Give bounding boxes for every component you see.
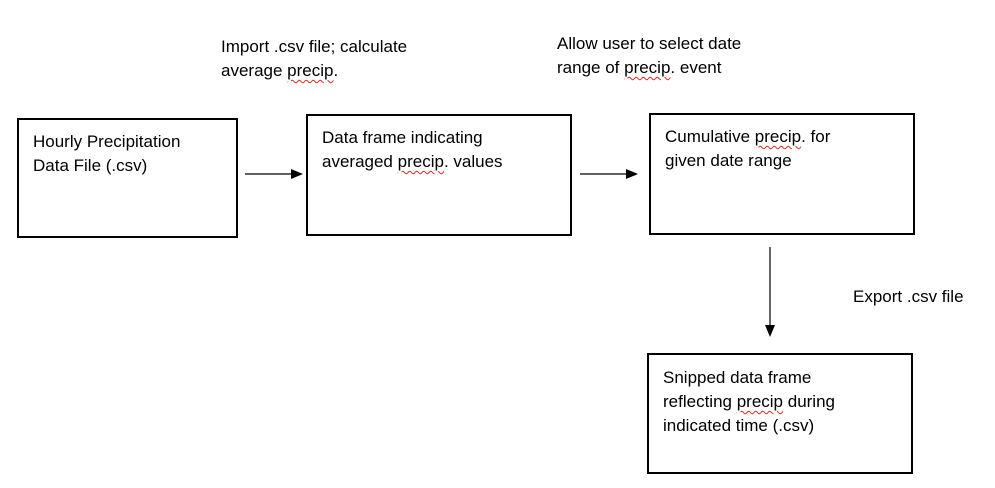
box-averaged-data-frame: [306, 114, 572, 236]
note1-line-1: Import .csv file; calculate: [221, 37, 408, 56]
box3-line-2: given date range: [665, 151, 792, 170]
note1-line-2: average precip.: [221, 61, 339, 80]
arrow-box2-to-box3: [580, 169, 638, 179]
box-snipped-data-frame: [647, 353, 913, 474]
box-hourly-precipitation-data-file: [17, 118, 238, 238]
note2-line-2: range of precip. event: [557, 58, 722, 77]
note3-line-1: Export .csv file: [853, 287, 964, 306]
note-export-csv: Export .csv file: [853, 285, 964, 309]
note-import-calculate: Import .csv file; calculate average prec…: [221, 35, 407, 83]
box4-line-1: Snipped data frame: [663, 368, 812, 387]
spellcheck-precip-box3: precip: [754, 127, 802, 146]
box2-line-2: averaged precip. values: [322, 152, 503, 171]
box4-line-2: reflecting precip during: [663, 392, 835, 411]
arrow-box1-to-box2: [245, 169, 303, 179]
box-cumulative-precip: [649, 113, 915, 235]
box4-line-3: indicated time (.csv): [663, 416, 815, 435]
box1-line-2: Data File (.csv): [33, 156, 148, 175]
box3-line-1: Cumulative precip. for: [665, 127, 831, 146]
box-snipped-data-frame-text: Snipped data frame reflecting precip dur…: [663, 366, 835, 438]
spellcheck-precip-note1: precip: [287, 61, 334, 80]
box-averaged-data-frame-text: Data frame indicating averaged precip. v…: [322, 126, 503, 174]
note-select-date-range: Allow user to select date range of preci…: [557, 32, 741, 80]
box2-line-1: Data frame indicating: [322, 128, 483, 147]
box-hourly-precipitation-data-file-text: Hourly Precipitation Data File (.csv): [33, 130, 180, 178]
arrow-box3-to-box4: [765, 247, 775, 337]
box1-line-1: Hourly Precipitation: [33, 132, 181, 151]
box-cumulative-precip-text: Cumulative precip. for given date range: [665, 125, 830, 173]
spellcheck-precip-note2: precip: [624, 58, 671, 77]
spellcheck-precip-box2: precip: [397, 152, 444, 171]
note2-line-1: Allow user to select date: [557, 34, 742, 53]
spellcheck-precip-box4: precip: [736, 392, 784, 411]
